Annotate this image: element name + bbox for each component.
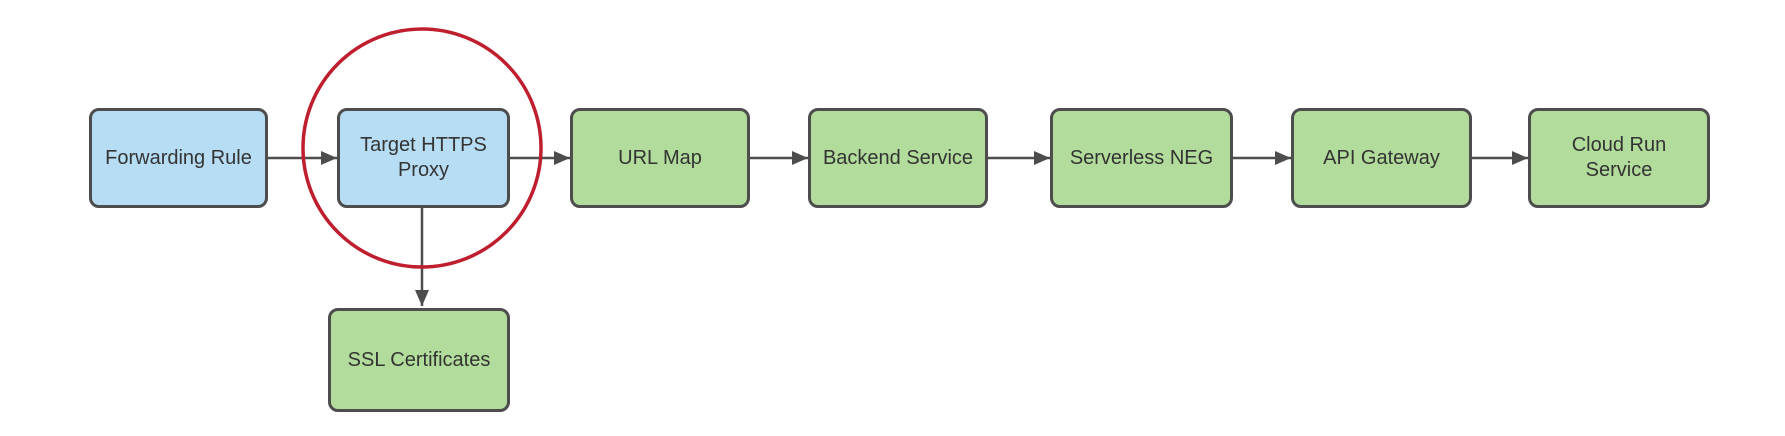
node-url-map: URL Map [570,108,750,208]
node-ssl-certificates: SSL Certificates [328,308,510,412]
node-label: Serverless NEG [1069,146,1214,169]
highlight-circle-annotation [301,27,543,269]
node-serverless-neg: Serverless NEG [1050,108,1233,208]
node-label: URL Map [618,146,702,169]
node-label: SSL Certificates [347,348,491,371]
node-api-gateway: API Gateway [1291,108,1472,208]
node-label: Backend Service [822,146,974,169]
node-label: Target HTTPS Proxy [360,134,487,181]
node-cloud-run-service: Cloud Run Service [1528,108,1710,208]
node-target-https-proxy: Target HTTPS Proxy [337,108,510,208]
node-label: API Gateway [1323,146,1440,169]
node-label: Cloud Run Service [1571,134,1667,181]
node-label: Forwarding Rule [105,146,252,169]
node-backend-service: Backend Service [808,108,988,208]
node-forwarding-rule: Forwarding Rule [89,108,268,208]
